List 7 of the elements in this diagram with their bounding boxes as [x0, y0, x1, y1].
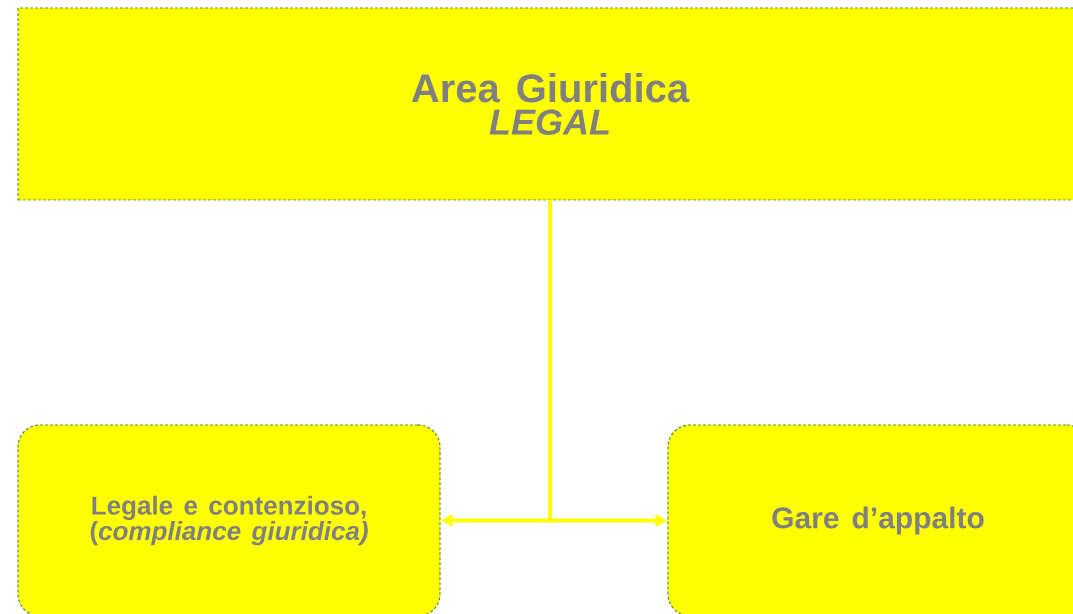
box-label: Legale e contenzioso, (compliance giuridica) — [90, 495, 368, 546]
header-box — [17, 7, 1073, 201]
rounded-box — [17, 424, 441, 614]
subheading: LEGAL — [489, 109, 609, 135]
heading: Area Giuridica — [411, 73, 690, 103]
box-label: Gare d’appalto — [772, 506, 984, 535]
rounded-box — [667, 424, 1073, 614]
